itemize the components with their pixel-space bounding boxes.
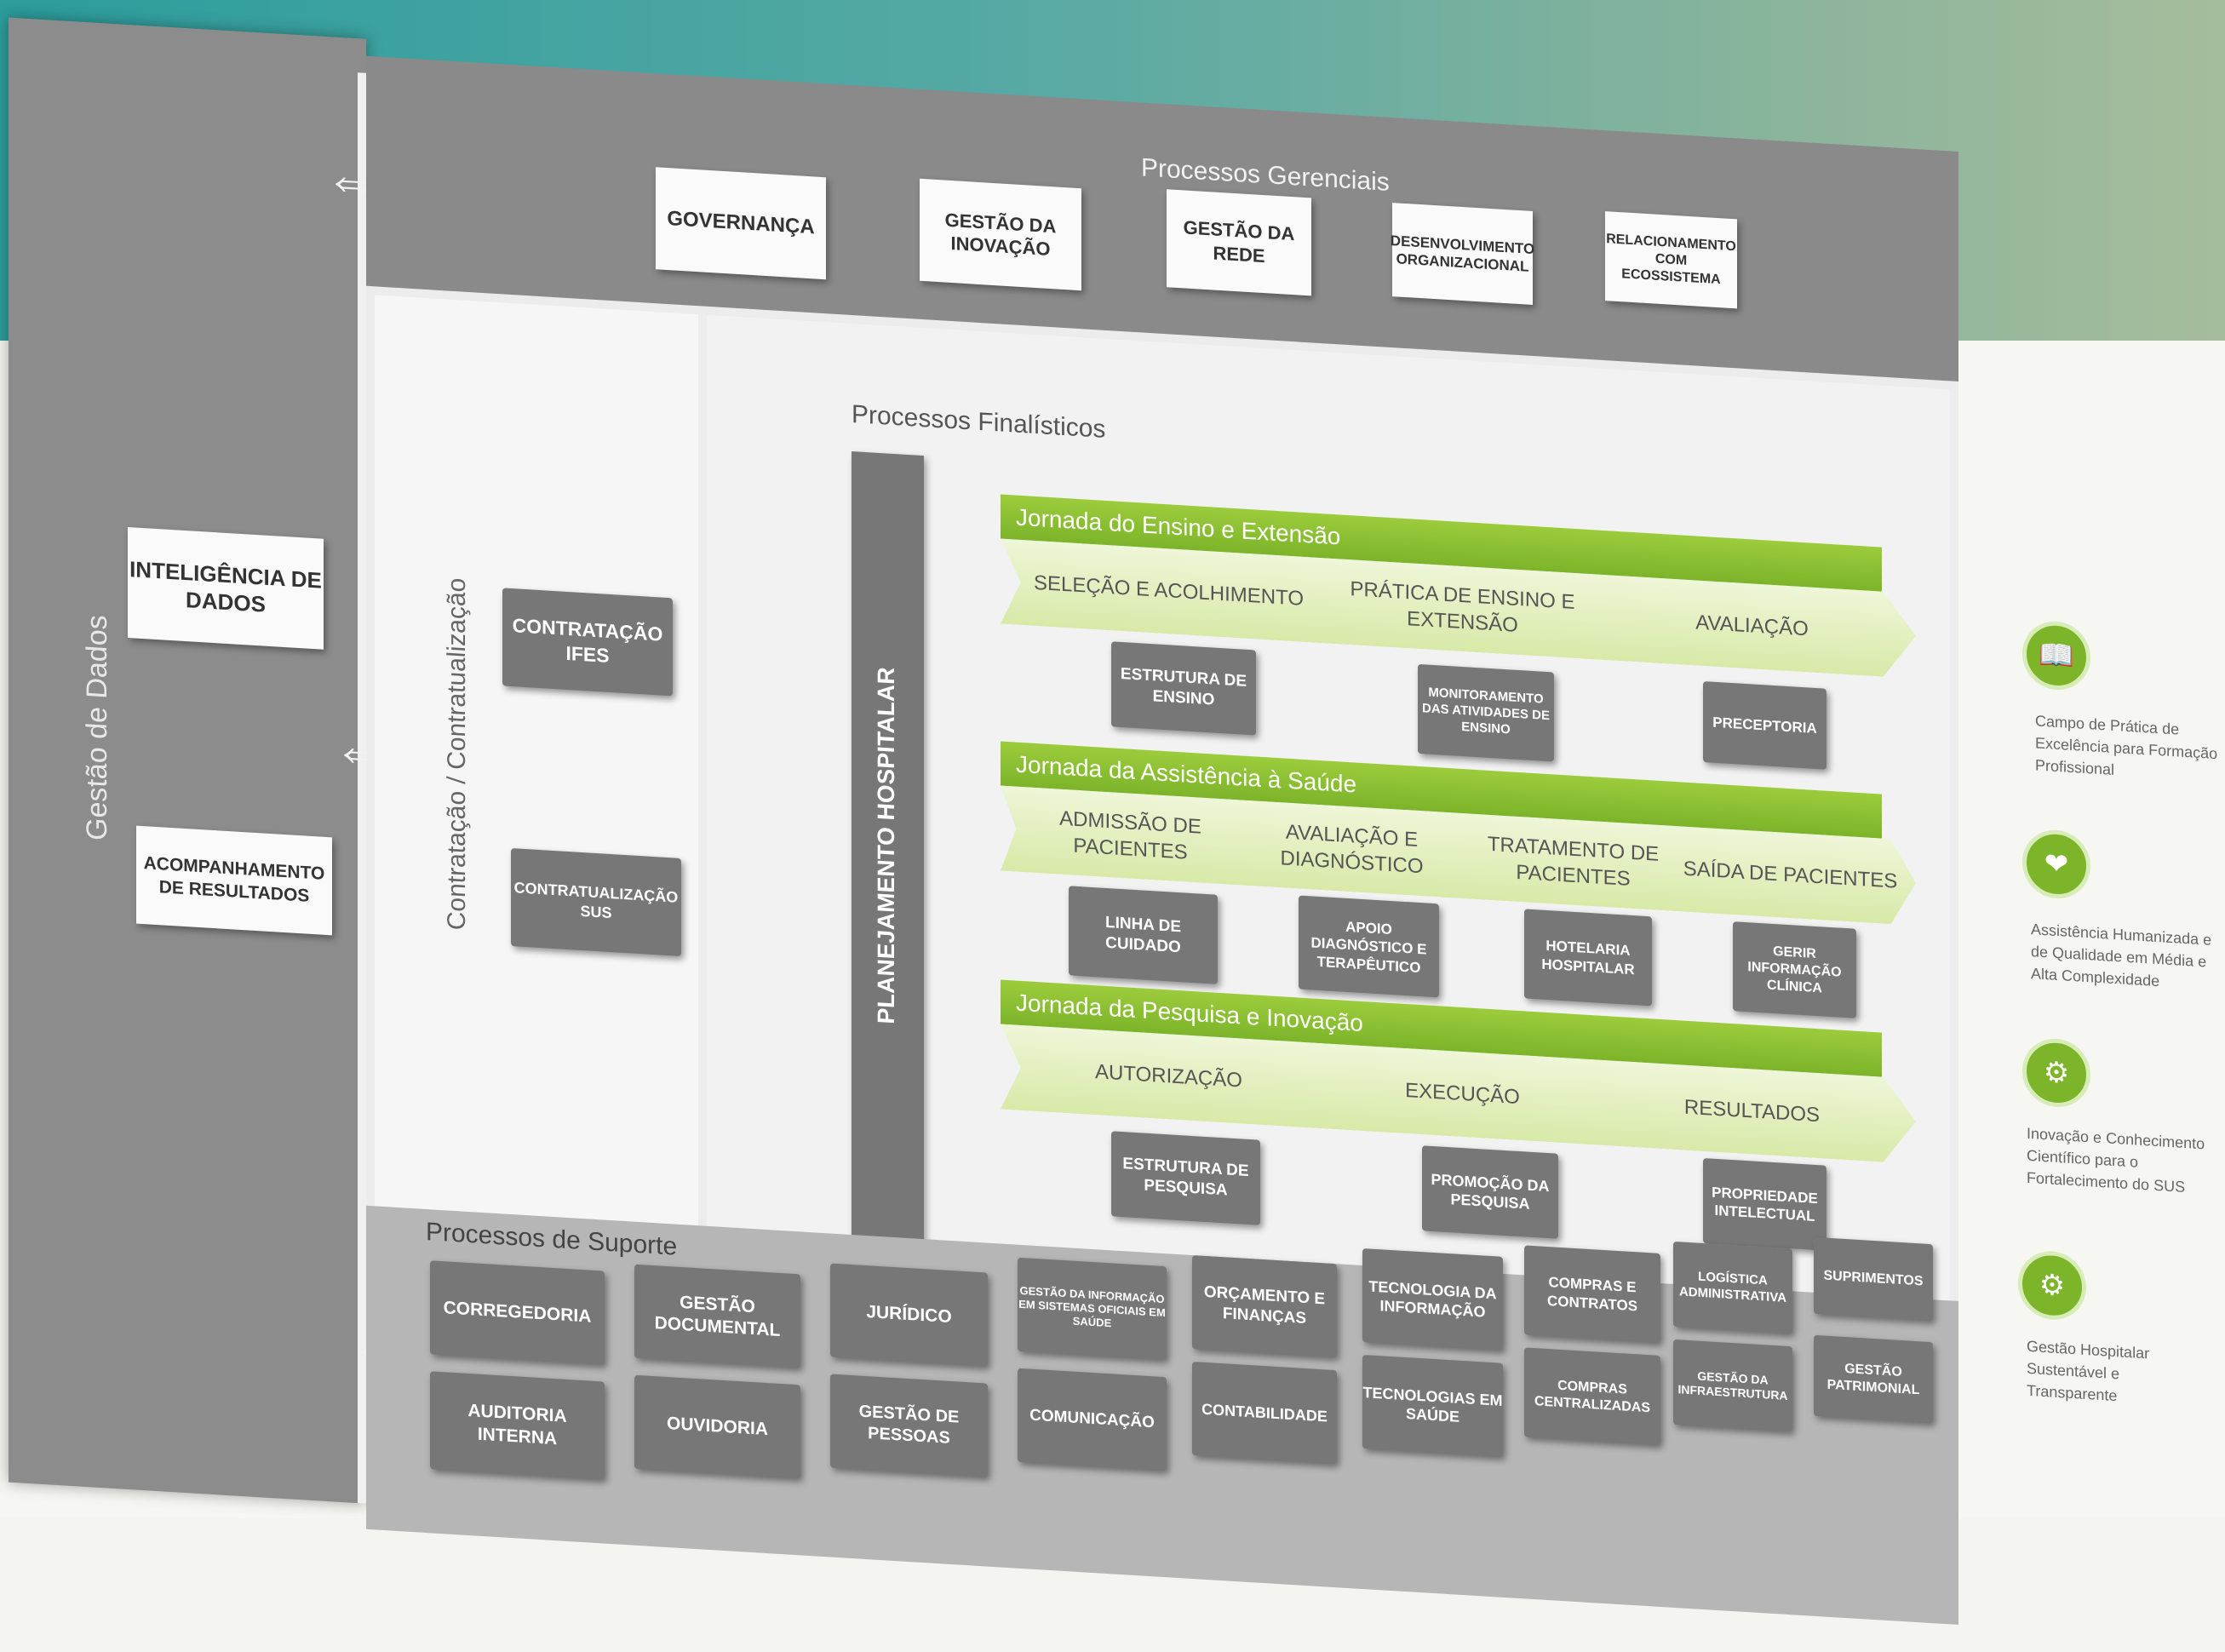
support-box: SUPRIMENTOS xyxy=(1814,1236,1933,1322)
health-support-box: HOTELARIA HOSPITALAR xyxy=(1524,909,1652,1007)
health-support-box: APOIO DIAGNÓSTICO E TERAPÊUTICO xyxy=(1299,895,1439,998)
journey-step: TRATAMENTO DE PACIENTES xyxy=(1443,812,1703,913)
outcome-text: Gestão Hospitalar Sustentável e Transpar… xyxy=(2027,1337,2150,1405)
network-management-box: GESTÃO DA REDE xyxy=(1167,189,1311,296)
gears-icon: ⚙ xyxy=(2018,1249,2086,1322)
organizational-development-box: DESENVOLVIMENTO ORGANIZACIONAL xyxy=(1391,203,1534,305)
support-box: AUDITORIA INTERNA xyxy=(430,1371,605,1480)
teaching-support-box: ESTRUTURA DE ENSINO xyxy=(1111,641,1256,736)
data-management-column xyxy=(9,17,366,1504)
contracting-title: Contratação / Contratualização xyxy=(443,576,471,932)
ecosystem-relations-box: RELACIONAMENTO COM ECOSSISTEMA xyxy=(1605,211,1737,309)
outcome-text: Assistência Humanizada e de Qualidade em… xyxy=(2031,921,2212,990)
data-management-title: Gestão de Dados xyxy=(81,614,113,841)
column-separator xyxy=(358,72,366,1504)
support-box: GESTÃO DA INFRAESTRUTURA xyxy=(1673,1339,1792,1432)
contracting-panel xyxy=(375,295,698,1260)
hospital-planning-label: PLANEJAMENTO HOSPITALAR xyxy=(873,666,899,1025)
sus-contracting-box: CONTRATUALIZAÇÃO SUS xyxy=(511,848,681,956)
journey-step: ADMISSÃO DE PACIENTES xyxy=(1001,786,1260,886)
support-box: GESTÃO DA INFORMAÇÃO EM SISTEMAS OFICIAI… xyxy=(1018,1257,1167,1361)
support-box: ORÇAMENTO E FINANÇAS xyxy=(1192,1255,1337,1358)
support-box: OUVIDORIA xyxy=(634,1374,800,1479)
support-box: CONTABILIDADE xyxy=(1192,1362,1337,1465)
health-support-box: GERIR INFORMAÇÃO CLÍNICA xyxy=(1733,921,1856,1018)
data-intelligence-box: INTELIGÊNCIA DE DADOS xyxy=(128,527,324,650)
teaching-support-box: MONITORAMENTO DAS ATIVIDADES DE ENSINO xyxy=(1418,663,1554,762)
support-box: GESTÃO DE PESSOAS xyxy=(830,1374,988,1477)
outcome-text: Campo de Prática de Excelência para Form… xyxy=(2035,712,2218,779)
support-box: TECNOLOGIA DA INFORMAÇÃO xyxy=(1362,1248,1503,1351)
health-support-box: LINHA DE CUIDADO xyxy=(1069,886,1218,984)
research-icon: ⚙ xyxy=(2022,1036,2090,1110)
ifes-contracting-box: CONTRATAÇÃO IFES xyxy=(502,588,673,697)
support-box: LOGÍSTICA ADMINISTRATIVA xyxy=(1673,1241,1792,1334)
results-tracking-box: ACOMPANHAMENTO DE RESULTADOS xyxy=(136,825,332,936)
support-box: COMPRAS E CONTRATOS xyxy=(1524,1245,1660,1343)
research-support-box: PROMOÇÃO DA PESQUISA xyxy=(1422,1145,1558,1239)
book-icon: 📖 xyxy=(2022,619,2090,692)
teaching-support-box: PRECEPTORIA xyxy=(1703,681,1826,770)
support-box: GESTÃO PATRIMONIAL xyxy=(1814,1334,1933,1424)
support-box: COMPRAS CENTRALIZADAS xyxy=(1524,1347,1660,1445)
heart-hands-icon: ❤ xyxy=(2022,828,2090,901)
support-box: COMUNICAÇÃO xyxy=(1018,1368,1167,1471)
journey-step: SAÍDA DE PACIENTES xyxy=(1665,825,1916,926)
outcome-text: Inovação e Conhecimento Científico para … xyxy=(2027,1124,2205,1196)
support-box: JURÍDICO xyxy=(830,1263,988,1367)
support-box: CORREGEDORIA xyxy=(430,1260,605,1365)
journey-step: AVALIAÇÃO E DIAGNÓSTICO xyxy=(1222,799,1482,899)
support-box: TECNOLOGIAS EM SAÚDE xyxy=(1362,1355,1503,1457)
governance-box: GOVERNANÇA xyxy=(656,167,826,280)
research-support-box: ESTRUTURA DE PESQUISA xyxy=(1111,1131,1260,1225)
innovation-management-box: GESTÃO DA INOVAÇÃO xyxy=(920,178,1081,291)
support-box: GESTÃO DOCUMENTAL xyxy=(634,1264,800,1368)
research-support-box: PROPRIEDADE INTELECTUAL xyxy=(1703,1158,1826,1251)
